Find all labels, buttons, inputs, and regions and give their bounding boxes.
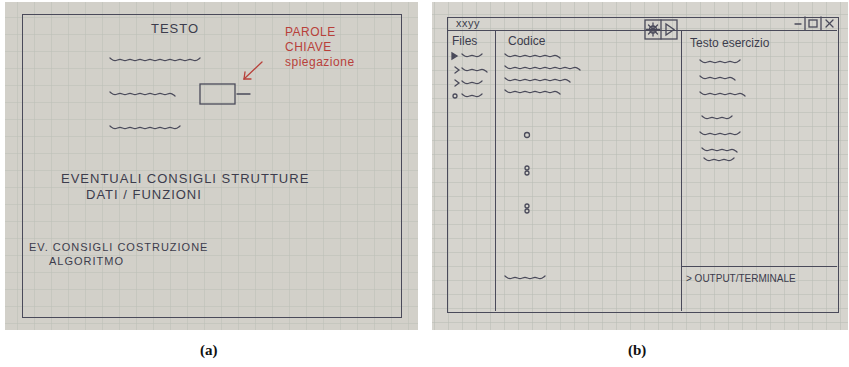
section-heading: TESTO — [151, 21, 199, 37]
scribble-line — [505, 78, 570, 82]
figure-caption: (a) — [200, 342, 218, 359]
keyword-box — [200, 84, 235, 104]
scribble-line — [505, 90, 560, 94]
window-title: xxyy — [456, 17, 480, 31]
scribble-line — [462, 68, 487, 72]
files-panel: Files — [448, 30, 496, 311]
scribble-line — [702, 148, 737, 152]
file-markers — [452, 53, 459, 98]
output-panel: > OUTPUT/TERMINALE — [681, 266, 837, 311]
scribble-line — [505, 54, 560, 58]
code-panel: Codice — [496, 30, 681, 311]
scribble-line — [704, 158, 734, 161]
sheet-frame: TESTO PAROLE CHIAVE spiegazioneEVENTUALI … — [22, 14, 402, 318]
panel-title: Codice — [508, 34, 545, 49]
scribble-line — [462, 54, 482, 57]
scribble-line — [462, 81, 482, 84]
exercise-panel: Testo esercizio — [681, 30, 837, 266]
paper-grid — [432, 2, 848, 330]
hint-note: EVENTUALI CONSIGLI STRUTTURE DATI / FUNZ… — [61, 171, 336, 204]
scribble-line — [462, 94, 482, 97]
doodles — [110, 17, 833, 279]
scribble-line — [505, 276, 545, 279]
panel-title: Testo esercizio — [690, 36, 769, 51]
scribble-line — [700, 60, 740, 63]
scribble-line — [110, 92, 175, 96]
scribble-line — [505, 66, 580, 70]
panel-title: Files — [452, 34, 477, 49]
figure-caption: (b) — [628, 342, 646, 359]
scribble-line — [702, 116, 732, 119]
paper-grid — [5, 2, 418, 330]
code-markers — [525, 133, 530, 214]
window-controls — [795, 17, 833, 30]
scribble-line — [700, 132, 740, 135]
text-stroke — [237, 93, 250, 94]
paper-photo — [432, 2, 848, 330]
leader-arrow — [244, 62, 262, 79]
hint-note: EV. CONSIGLI COSTRUZIONE ALGORITMO — [29, 241, 264, 269]
scribble-line — [110, 58, 200, 61]
scribble-line — [700, 76, 735, 80]
scribble-line — [700, 92, 745, 96]
output-title: > OUTPUT/TERMINALE — [686, 273, 796, 286]
app-window: xxyyFiles Codice Testo esercizio > OUTPUT/T… — [447, 17, 839, 313]
paper-photo — [5, 2, 418, 330]
keyword-note: PAROLE CHIAVE spiegazione — [285, 25, 365, 70]
scribble-line — [110, 126, 180, 129]
